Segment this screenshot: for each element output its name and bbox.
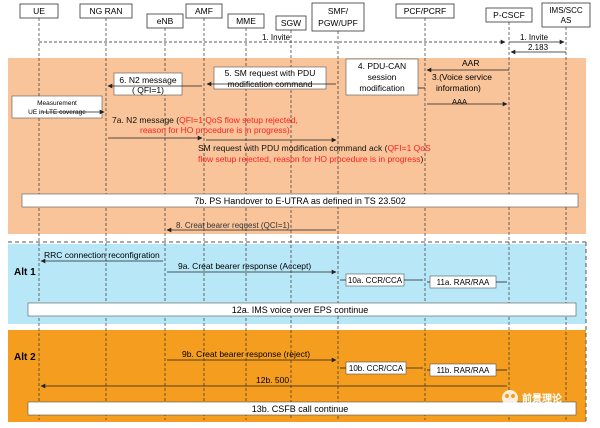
- label-invite-1: 1. Invite: [262, 33, 291, 42]
- entity-pcf-label: PCF/PCRF: [404, 6, 447, 16]
- label-m4-line2: session: [368, 72, 397, 82]
- label-rrc: RRC connection reconfigration: [44, 250, 160, 260]
- entity-amf-label: AMF: [195, 6, 213, 16]
- label-sm-ack-close: ): [421, 154, 424, 164]
- label-m6-line1: 6. N2 message: [119, 75, 176, 85]
- label-2183: 2.183: [528, 43, 549, 52]
- entity-ue-label: UE: [33, 6, 45, 16]
- entity-mme-label: MME: [236, 16, 256, 26]
- entity-smf-label-line2: PGW/UPF: [318, 18, 358, 28]
- label-m12b: 12b. 500: [256, 375, 289, 385]
- entity-ims-label-line2: AS: [561, 16, 572, 25]
- label-sm-ack-line2: flow setup rejected, reason for HO proce…: [198, 154, 424, 164]
- label-m4-line1: 4. PDU-CAN: [358, 61, 406, 71]
- label-m10a: 10a. CCR/CCA: [348, 276, 403, 285]
- label-sm-ack-red1: QFI=1 QoS: [387, 143, 431, 153]
- entity-enb-label: eNB: [157, 16, 174, 26]
- label-m7a-black: 7a. N2 message (: [112, 115, 179, 125]
- entity-ims-label-line1: IMS/SCC: [549, 6, 583, 15]
- label-invite-2: 1. Invite: [520, 33, 549, 42]
- label-m8: 8. Creat bearer request (QCI=1): [176, 221, 290, 230]
- box-m7b: [21, 193, 579, 208]
- watermark-text: 前景理论: [522, 392, 563, 405]
- label-measurement-line1: Measurement: [37, 100, 77, 107]
- label-m5-line1: 5. SM request with PDU: [225, 68, 316, 78]
- box-m6: [113, 72, 183, 96]
- label-m12a: 12a. IMS voice over EPS continue: [232, 305, 369, 315]
- label-sm-ack: SM request with PDU modification command…: [198, 143, 431, 153]
- label-aaa: AAA: [452, 97, 467, 106]
- entity-smf-label-line1: SMF/: [328, 6, 349, 16]
- label-m7b: 7b. PS Handover to E-UTRA as defined in …: [194, 196, 405, 206]
- box-measurement: [11, 95, 103, 119]
- label-aar: AAR: [462, 58, 479, 68]
- label-m11a: 11a. RAR/RAA: [437, 278, 490, 287]
- watermark-logo-icon: [502, 390, 518, 406]
- label-m7a: 7a. N2 message (QFI=1 QoS flow setup rej…: [112, 115, 298, 125]
- entity-pcscf-label: P-CSCF: [493, 10, 525, 20]
- label-m4-line3: modification: [359, 83, 405, 93]
- label-measurement-line2: UE in LTE coverage: [28, 109, 86, 116]
- label-alt1: Alt 1: [14, 267, 36, 278]
- entity-ngran-label: NG RAN: [89, 6, 122, 16]
- entity-ims-box: [541, 2, 591, 28]
- box-m5: [213, 66, 327, 90]
- label-m7a-red1: QFI=1 QoS flow setup rejected,: [179, 115, 298, 125]
- box-m13b: [27, 401, 577, 416]
- label-m10b: 10b. CCR/CCA: [349, 364, 404, 373]
- entity-headers: UE NG RAN eNB AMF MME SGW SMF/ PGW/UPF P…: [19, 2, 591, 32]
- label-m3-line1: 3.(Voice service: [432, 72, 492, 82]
- label-m9a: 9a. Creat bearer response (Accept): [178, 261, 311, 271]
- watermark: 前景理论: [502, 390, 563, 406]
- label-sm-ack-red2: flow setup rejected, reason for HO proce…: [198, 154, 421, 164]
- label-alt2: Alt 2: [14, 352, 36, 363]
- label-sm-ack-black: SM request with PDU modification command…: [198, 143, 388, 153]
- label-m9b: 9b. Creat bearer response (reject): [182, 349, 310, 359]
- label-m11b: 11b. RAR/RAA: [437, 366, 490, 375]
- entity-smf-box: [311, 2, 365, 32]
- entity-sgw-label: SGW: [281, 18, 301, 28]
- box-pdu-can: [345, 58, 419, 96]
- label-m3-line2: information): [436, 83, 481, 93]
- box-m12a: [27, 302, 577, 317]
- label-m7a-red2: reason for HO procedure is in progress): [140, 125, 290, 135]
- label-m13b: 13b. CSFB call continue: [252, 404, 349, 414]
- label-m6-line2: ( QFI=1): [132, 85, 164, 95]
